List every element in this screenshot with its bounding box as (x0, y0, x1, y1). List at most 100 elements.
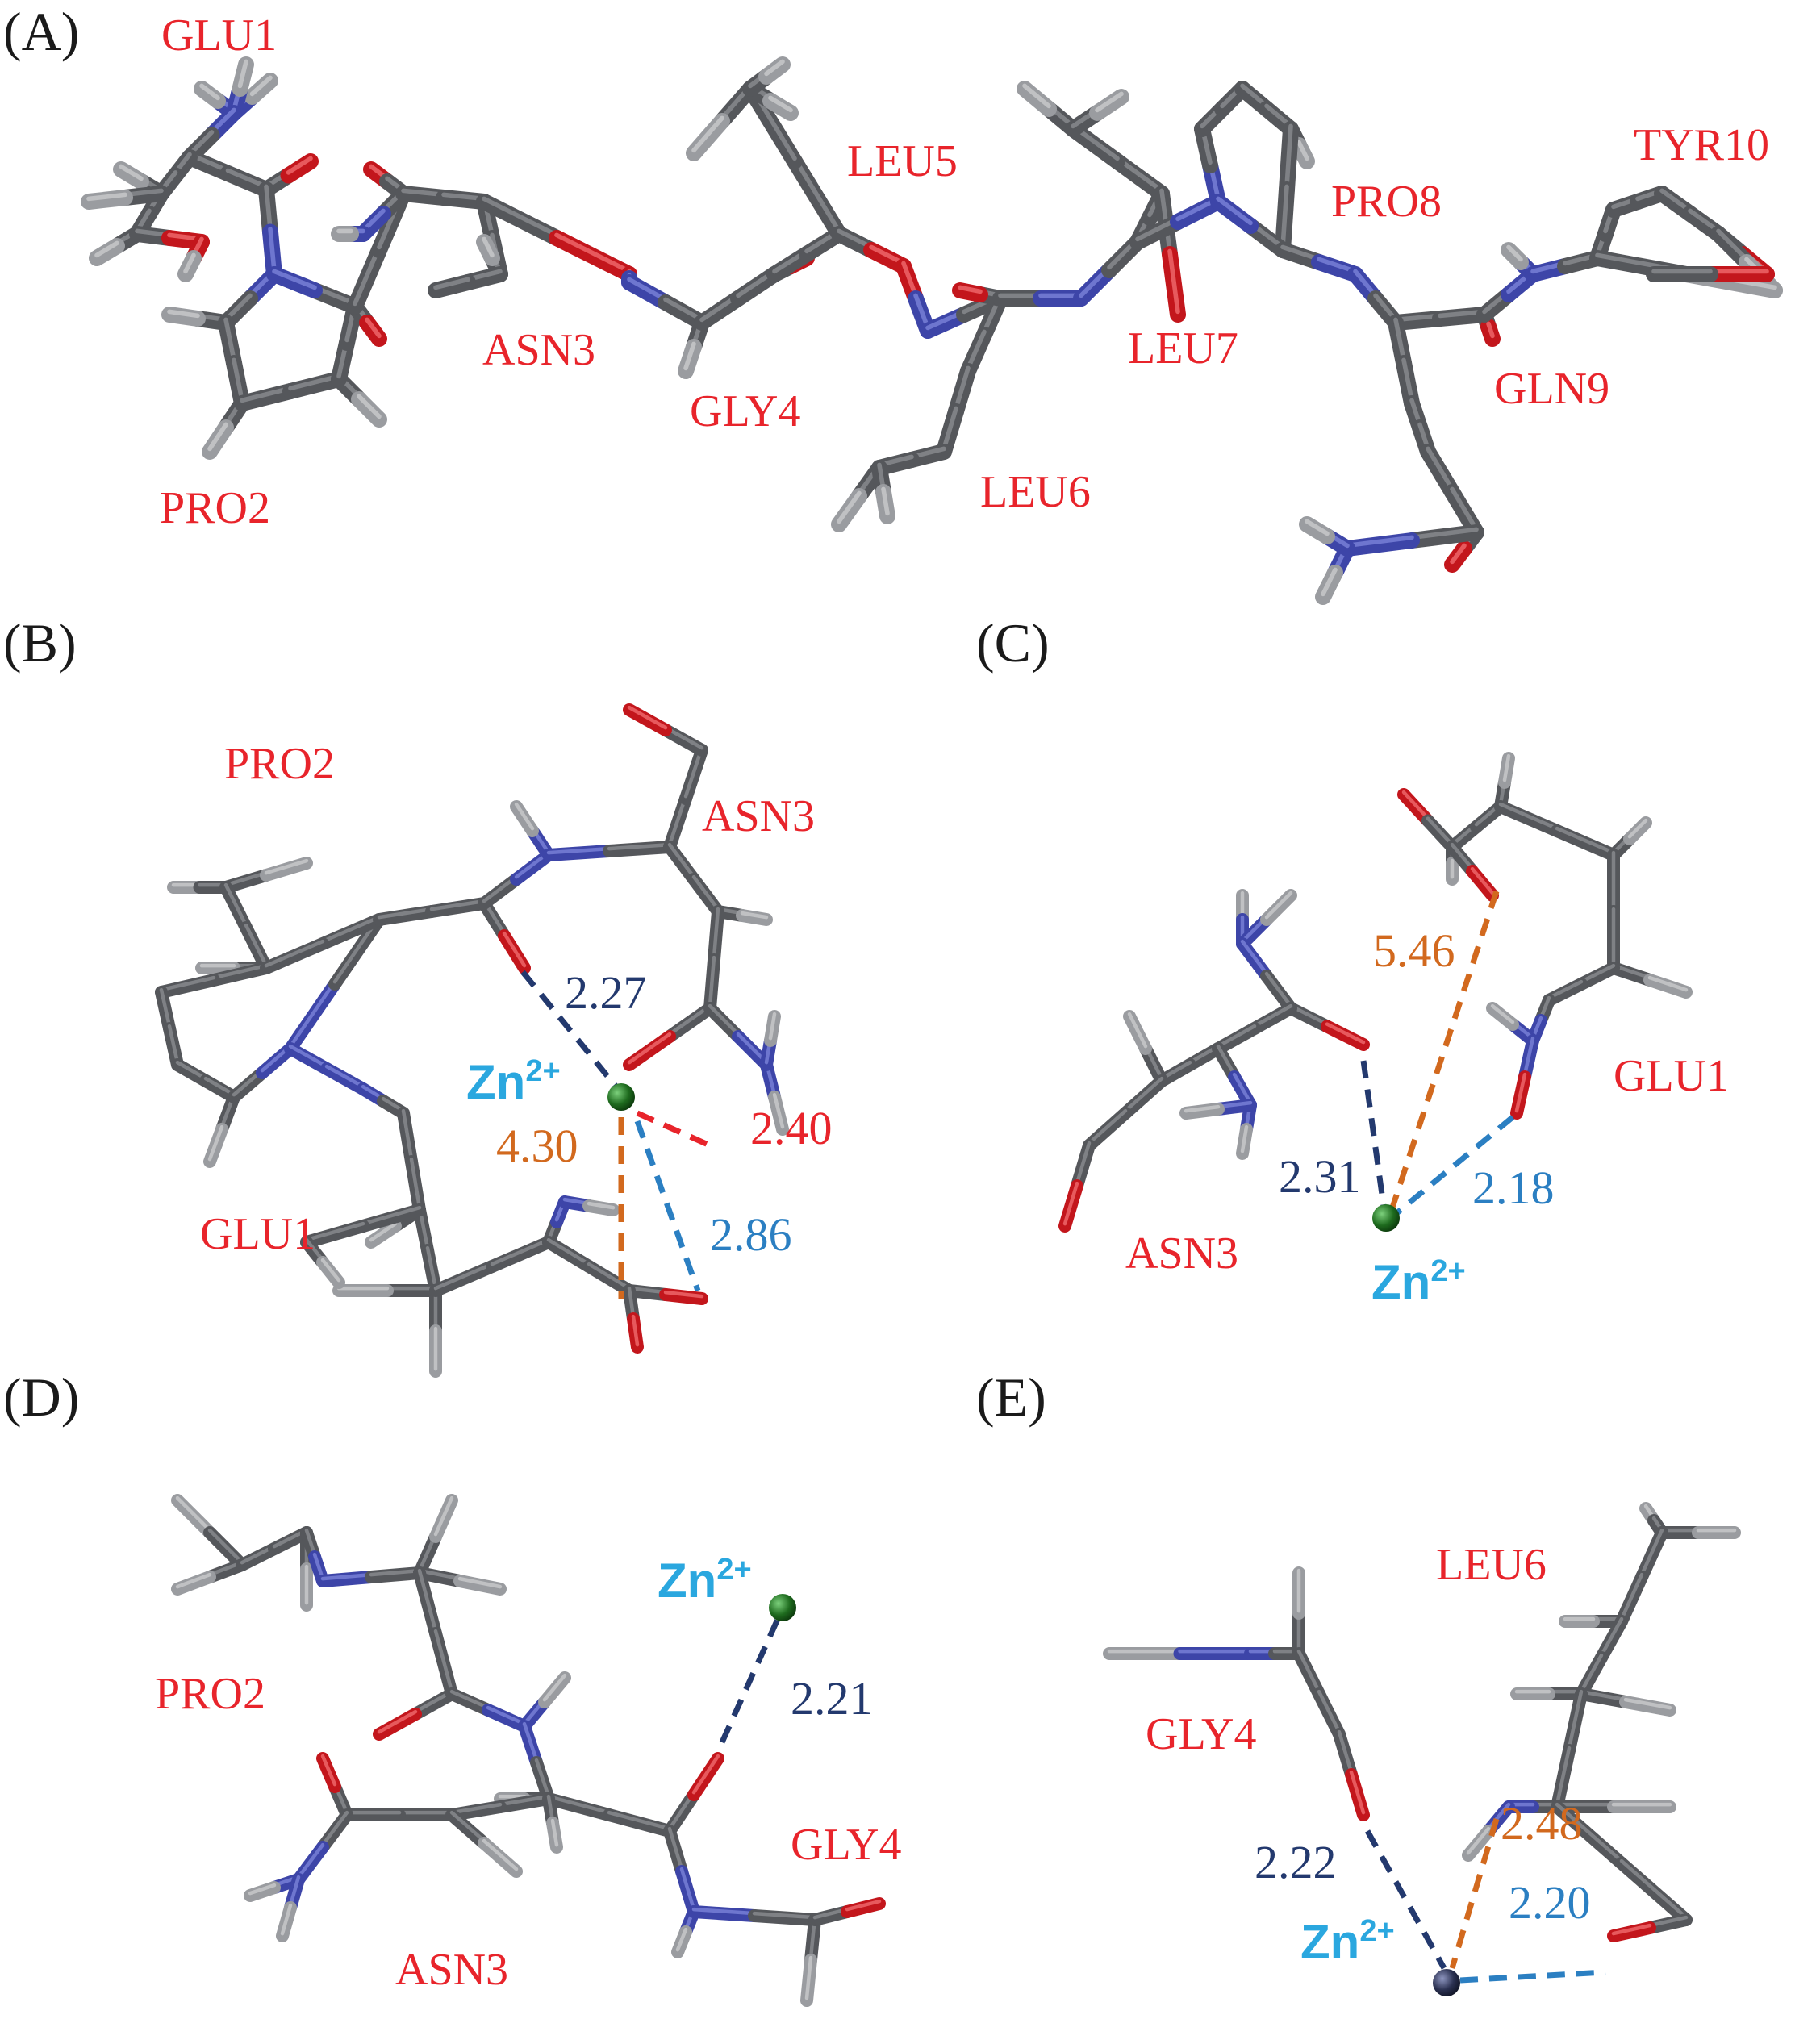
bond (712, 905, 773, 926)
panel-e-structure (1103, 1502, 1741, 1996)
bond (316, 1752, 353, 1821)
bond (1236, 889, 1297, 950)
bond (182, 105, 242, 165)
residue-label-gly4: GLY4 (1146, 1709, 1256, 1759)
bond (258, 153, 319, 198)
residue-label-pro2: PRO2 (160, 483, 270, 533)
zinc-ion-sphere (769, 1594, 796, 1621)
residue-label-pro8: PRO8 (1331, 177, 1442, 227)
bond (1292, 1647, 1346, 1741)
bond (266, 266, 363, 315)
bond (766, 226, 847, 282)
bond (1575, 1615, 1628, 1700)
panel-b-structure (155, 703, 789, 1378)
bond (219, 881, 273, 974)
panel-letter-e: (E) (976, 1366, 1046, 1428)
bond (1655, 1526, 1741, 1539)
bond (1607, 1913, 1693, 1942)
panel-letter-d: (D) (3, 1366, 79, 1428)
residue-label-pro2: PRO2 (155, 1669, 265, 1719)
panel-letter-a: (A) (3, 1, 79, 62)
bond (542, 1792, 563, 1854)
distance-label: 2.22 (1255, 1836, 1337, 1888)
bond (161, 307, 234, 331)
bond (1275, 121, 1299, 258)
bond (1210, 194, 1291, 258)
bond (292, 1808, 353, 1886)
panel-c-structure (1058, 752, 1693, 1233)
bond (1420, 444, 1484, 540)
bond (182, 149, 274, 198)
bond (686, 81, 758, 161)
bond (1284, 1002, 1370, 1051)
residue-label-asn3: ASN3 (1125, 1228, 1238, 1279)
bond (1607, 816, 1652, 861)
residue-label-gln9: GLN9 (1494, 364, 1609, 414)
bond (1446, 800, 1507, 853)
bond (663, 1825, 700, 1918)
bond (1494, 800, 1620, 861)
interaction-dashed-line (634, 1120, 701, 1292)
bond (623, 1284, 708, 1305)
bond (129, 226, 210, 250)
bond (1212, 1002, 1297, 1055)
bond (397, 1107, 426, 1216)
bond (1551, 1687, 1588, 1813)
bond (1083, 1074, 1168, 1152)
residue-label-glu1: GLU1 (200, 1209, 315, 1259)
bond (1244, 1647, 1305, 1660)
panel-a: (A) GLU1 PRO2 ASN3 GLY4 LEU5 LEU6 LEU7 P… (3, 1, 1783, 605)
bond (1525, 250, 1605, 282)
bond (510, 800, 555, 861)
bond (167, 881, 232, 894)
bond (373, 897, 491, 926)
residue-label-gly4: GLY4 (791, 1820, 901, 1870)
bond (808, 1897, 886, 1926)
bond (542, 1792, 676, 1838)
bond (800, 1913, 821, 2007)
bond (1155, 1042, 1225, 1087)
bond (316, 1566, 426, 1587)
bond (478, 849, 555, 910)
bond (413, 1566, 458, 1700)
zinc-ion-sphere (607, 1083, 635, 1111)
bond (1543, 962, 1620, 1007)
bond (1058, 1139, 1096, 1233)
residue-label-leu6: LEU6 (1436, 1540, 1547, 1590)
residue-label-leu6: LEU6 (980, 467, 1091, 517)
bond (1575, 1687, 1676, 1717)
distance-label: 2.21 (791, 1672, 873, 1725)
panel-letter-b: (B) (3, 612, 77, 674)
bond (413, 1566, 507, 1596)
distance-label: 2.40 (750, 1102, 833, 1154)
bond (623, 703, 708, 757)
bond (542, 1236, 636, 1297)
interaction-dashed-line (1360, 1060, 1387, 1207)
bond (663, 841, 724, 918)
peptide-full-structure (81, 56, 1783, 605)
bond (258, 181, 282, 282)
interaction-dashed-line (1459, 1969, 1606, 1984)
residue-label-asn3: ASN3 (702, 791, 815, 841)
bond (1194, 121, 1226, 210)
bond (218, 266, 282, 331)
bond (260, 913, 386, 974)
panel-e: (E) LEU6 GLY4 Zn2+ 2.22 2.48 2.20 (976, 1366, 1741, 1996)
zinc-ion-sphere (1372, 1204, 1400, 1232)
distance-label: 2.27 (565, 966, 647, 1019)
interaction-dashed-line (1393, 1115, 1515, 1216)
bond (1017, 81, 1081, 137)
bond (518, 1671, 571, 1733)
bond (992, 290, 1089, 307)
bond (236, 1526, 313, 1571)
zn-ion-label: Zn2+ (466, 1054, 561, 1109)
bond (219, 857, 313, 894)
bond (171, 1558, 248, 1596)
panel-d: (D) PRO2 GLY4 ASN3 Zn2+ 2.21 (3, 1366, 901, 2007)
bond (831, 226, 912, 274)
bond (284, 1042, 369, 1095)
bond (1103, 1647, 1257, 1660)
bond (703, 1002, 773, 1071)
bond (1179, 1099, 1257, 1120)
